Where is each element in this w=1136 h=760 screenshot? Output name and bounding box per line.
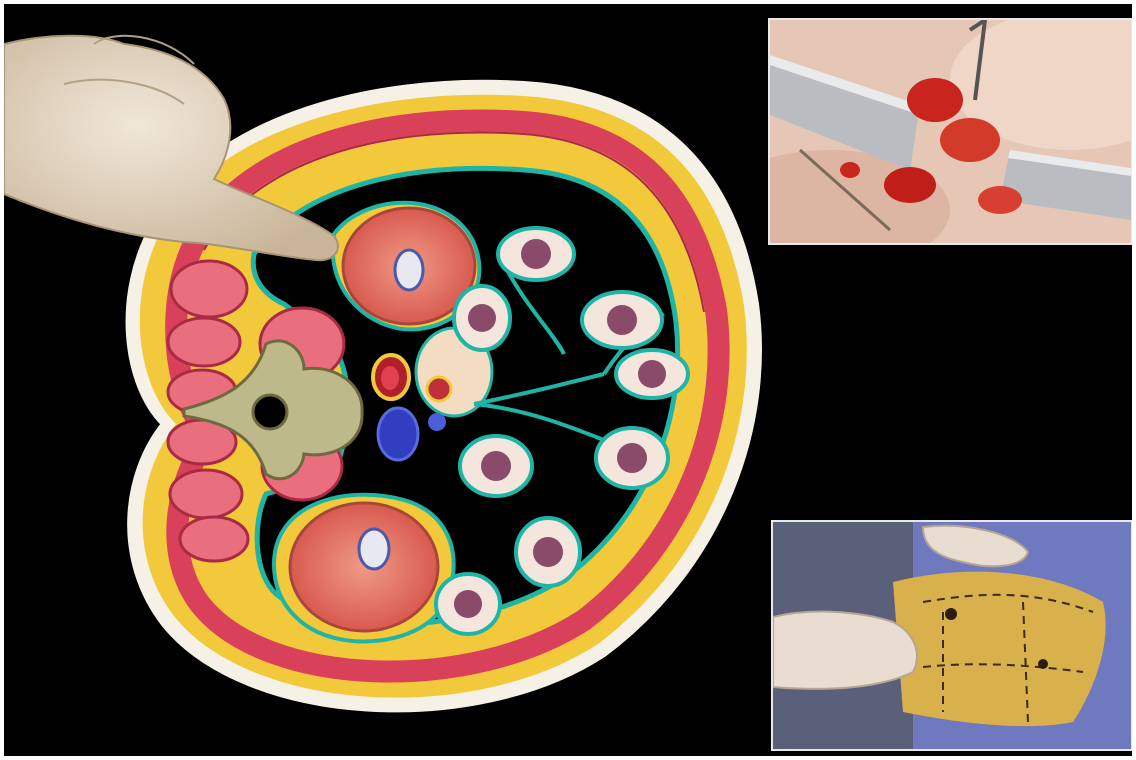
vena-cava — [378, 408, 418, 460]
kidney-lower — [274, 495, 454, 642]
inset-surgical-photo — [768, 18, 1132, 245]
inset-flank-marking-photo — [771, 520, 1132, 751]
figure-canvas — [4, 4, 1132, 756]
